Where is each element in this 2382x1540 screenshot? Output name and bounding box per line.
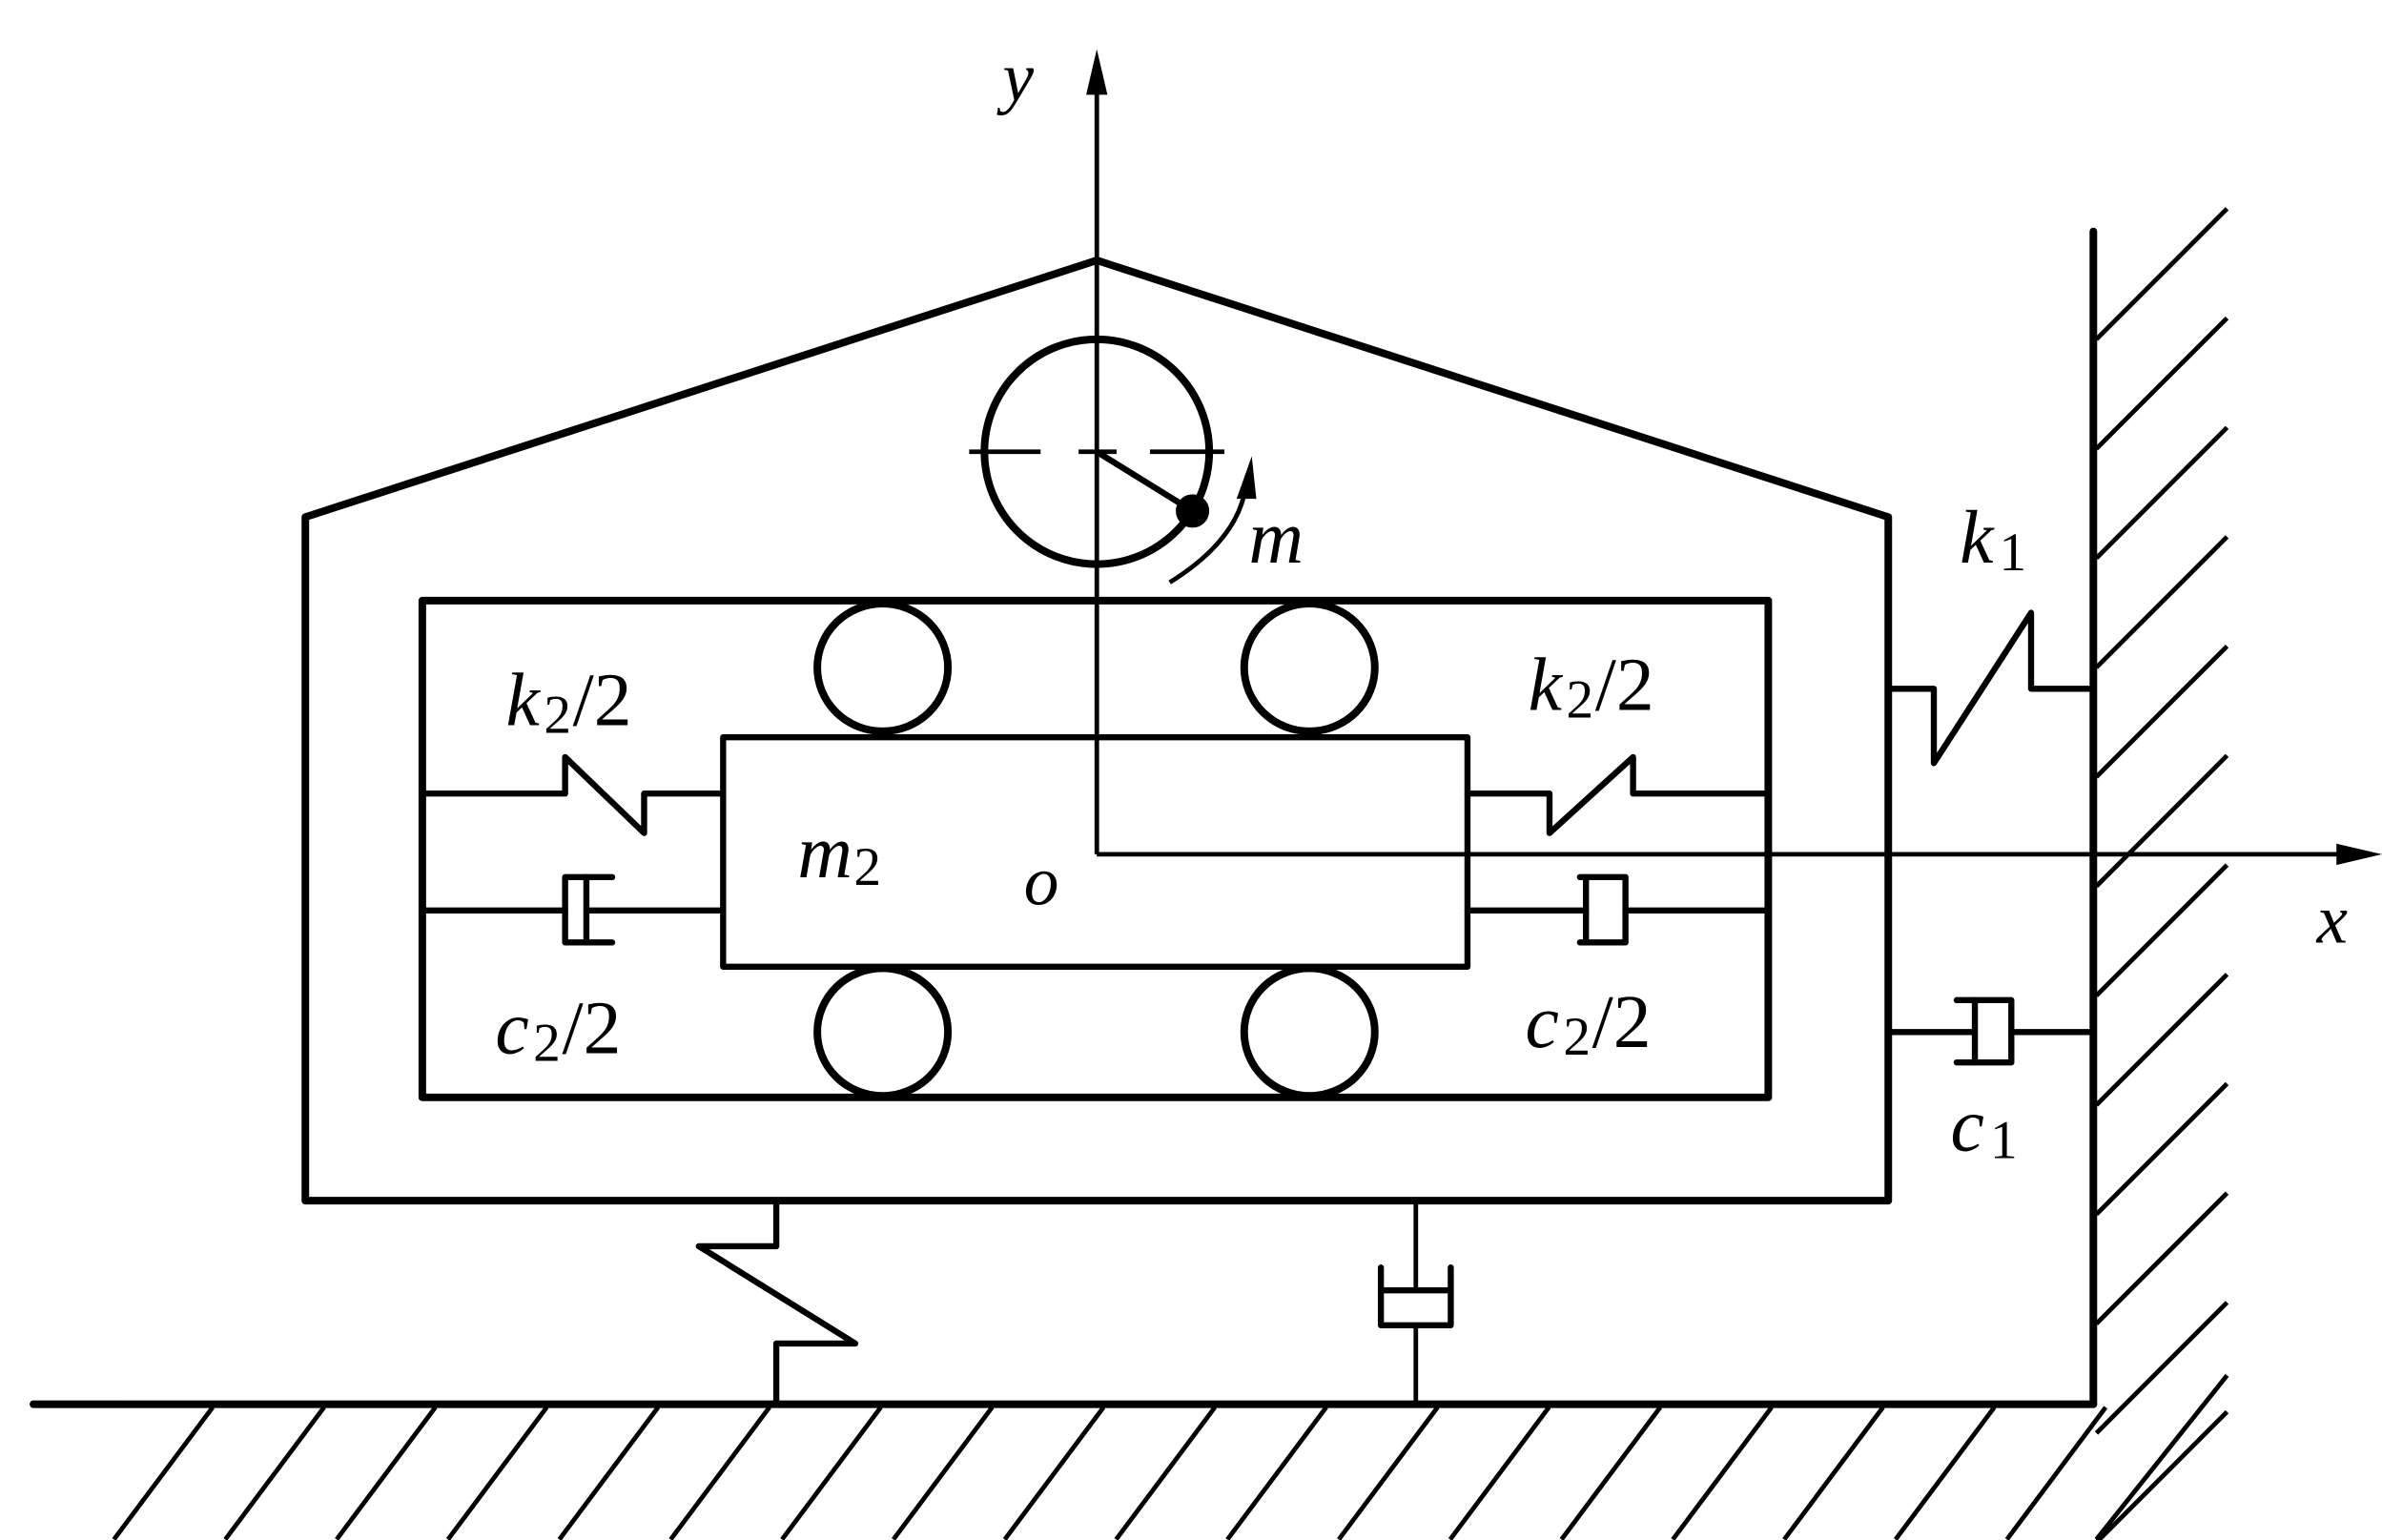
- hatch-line: [1893, 1406, 1997, 1540]
- eccentric-mass-dot: [1176, 494, 1210, 528]
- hatch-line: [445, 1406, 549, 1540]
- hatch-line: [335, 1406, 438, 1540]
- hatch-line: [2094, 535, 2229, 669]
- hatch-line: [2094, 973, 2229, 1107]
- svg-text:/2: /2: [1592, 980, 1652, 1064]
- hatch-line: [1002, 1406, 1106, 1540]
- rotation-arrow-icon: [1236, 456, 1257, 500]
- damper-c1-wall: [1885, 996, 2097, 1066]
- x-axis: [1097, 843, 2382, 866]
- origin-label: o: [1024, 842, 1059, 919]
- hatch-line: [2004, 1406, 2108, 1540]
- c2-left-label: c 2 /2: [495, 987, 621, 1074]
- svg-text:c: c: [1525, 980, 1558, 1064]
- ground-hatching: [112, 1406, 2108, 1540]
- hatch-line: [1671, 1406, 1774, 1540]
- svg-text:k: k: [1529, 644, 1564, 728]
- eccentric-mass-label: m: [1249, 496, 1304, 580]
- roller-top-left: [813, 600, 953, 735]
- spring-k1-wall: [1885, 609, 2097, 767]
- hatch-line: [2094, 425, 2229, 560]
- svg-text:2: 2: [544, 685, 571, 745]
- hatch-line: [2094, 753, 2229, 889]
- hatch-line: [2095, 1409, 2229, 1540]
- hatch-line: [2094, 1191, 2229, 1325]
- spring-k2-right: [1464, 753, 1772, 836]
- hatch-line: [2094, 863, 2229, 997]
- hatch-line: [1782, 1406, 1885, 1540]
- svg-text:1: 1: [1990, 1111, 2018, 1171]
- svg-text:k: k: [1960, 496, 1995, 580]
- svg-text:k: k: [506, 659, 542, 743]
- svg-text:/2: /2: [573, 659, 632, 743]
- wall-hatching: [2094, 207, 2229, 1540]
- damper-c2-left: [419, 873, 727, 946]
- hatch-line: [780, 1406, 883, 1540]
- c1-label: c 1: [1951, 1084, 2018, 1171]
- hatch-line: [223, 1406, 326, 1540]
- y-axis: [1086, 49, 1108, 854]
- svg-text:/2: /2: [1595, 644, 1654, 728]
- hatch-line: [668, 1406, 771, 1540]
- hatch-line: [2094, 1373, 2229, 1540]
- roller-bottom-right: [1240, 964, 1379, 1100]
- k1-label: k 1: [1960, 496, 2026, 583]
- svg-text:2: 2: [853, 837, 881, 897]
- svg-text:2: 2: [1563, 1007, 1591, 1067]
- svg-text:m: m: [797, 811, 852, 894]
- hatch-line: [2094, 644, 2229, 779]
- hatch-line: [2094, 1301, 2229, 1435]
- x-axis-arrow-icon: [2336, 843, 2382, 866]
- svg-text:2: 2: [1566, 670, 1593, 730]
- y-axis-label: y: [996, 39, 1034, 116]
- roller-top-right: [1240, 600, 1379, 735]
- inner-mass-label: m 2: [797, 811, 881, 897]
- housing: [301, 257, 1893, 1205]
- x-axis-label: x: [2315, 880, 2348, 957]
- hatch-line: [112, 1406, 215, 1540]
- spring-k2-left: [419, 753, 727, 836]
- damper-c2-right: [1464, 873, 1772, 946]
- roller-bottom-left: [813, 964, 953, 1100]
- svg-text:/2: /2: [562, 987, 621, 1071]
- hatch-line: [1225, 1406, 1328, 1540]
- hatch-line: [1448, 1406, 1551, 1540]
- svg-text:c: c: [1951, 1084, 1984, 1168]
- c2-right-label: c 2 /2: [1525, 980, 1651, 1067]
- ground: [30, 1400, 2108, 1540]
- wall: [2089, 207, 2229, 1540]
- spring-ground: [695, 1197, 859, 1407]
- hatch-line: [891, 1406, 995, 1540]
- hatch-line: [557, 1406, 661, 1540]
- eccentric-arm: [1094, 448, 1196, 515]
- svg-text:2: 2: [533, 1014, 561, 1074]
- k2-right-label: k 2 /2: [1529, 644, 1654, 730]
- hatch-line: [1559, 1406, 1663, 1540]
- hatch-line: [2094, 207, 2229, 341]
- y-axis-arrow-icon: [1086, 49, 1108, 95]
- damper-ground: [1377, 1201, 1454, 1405]
- svg-text:c: c: [495, 987, 528, 1071]
- hatch-line: [1337, 1406, 1440, 1540]
- rotor-disc: [969, 335, 1257, 585]
- hatch-line: [2094, 316, 2229, 451]
- svg-text:1: 1: [2000, 523, 2027, 583]
- k2-left-label: k 2 /2: [506, 659, 632, 746]
- hatch-line: [2094, 1081, 2229, 1217]
- hatch-line: [1114, 1406, 1217, 1540]
